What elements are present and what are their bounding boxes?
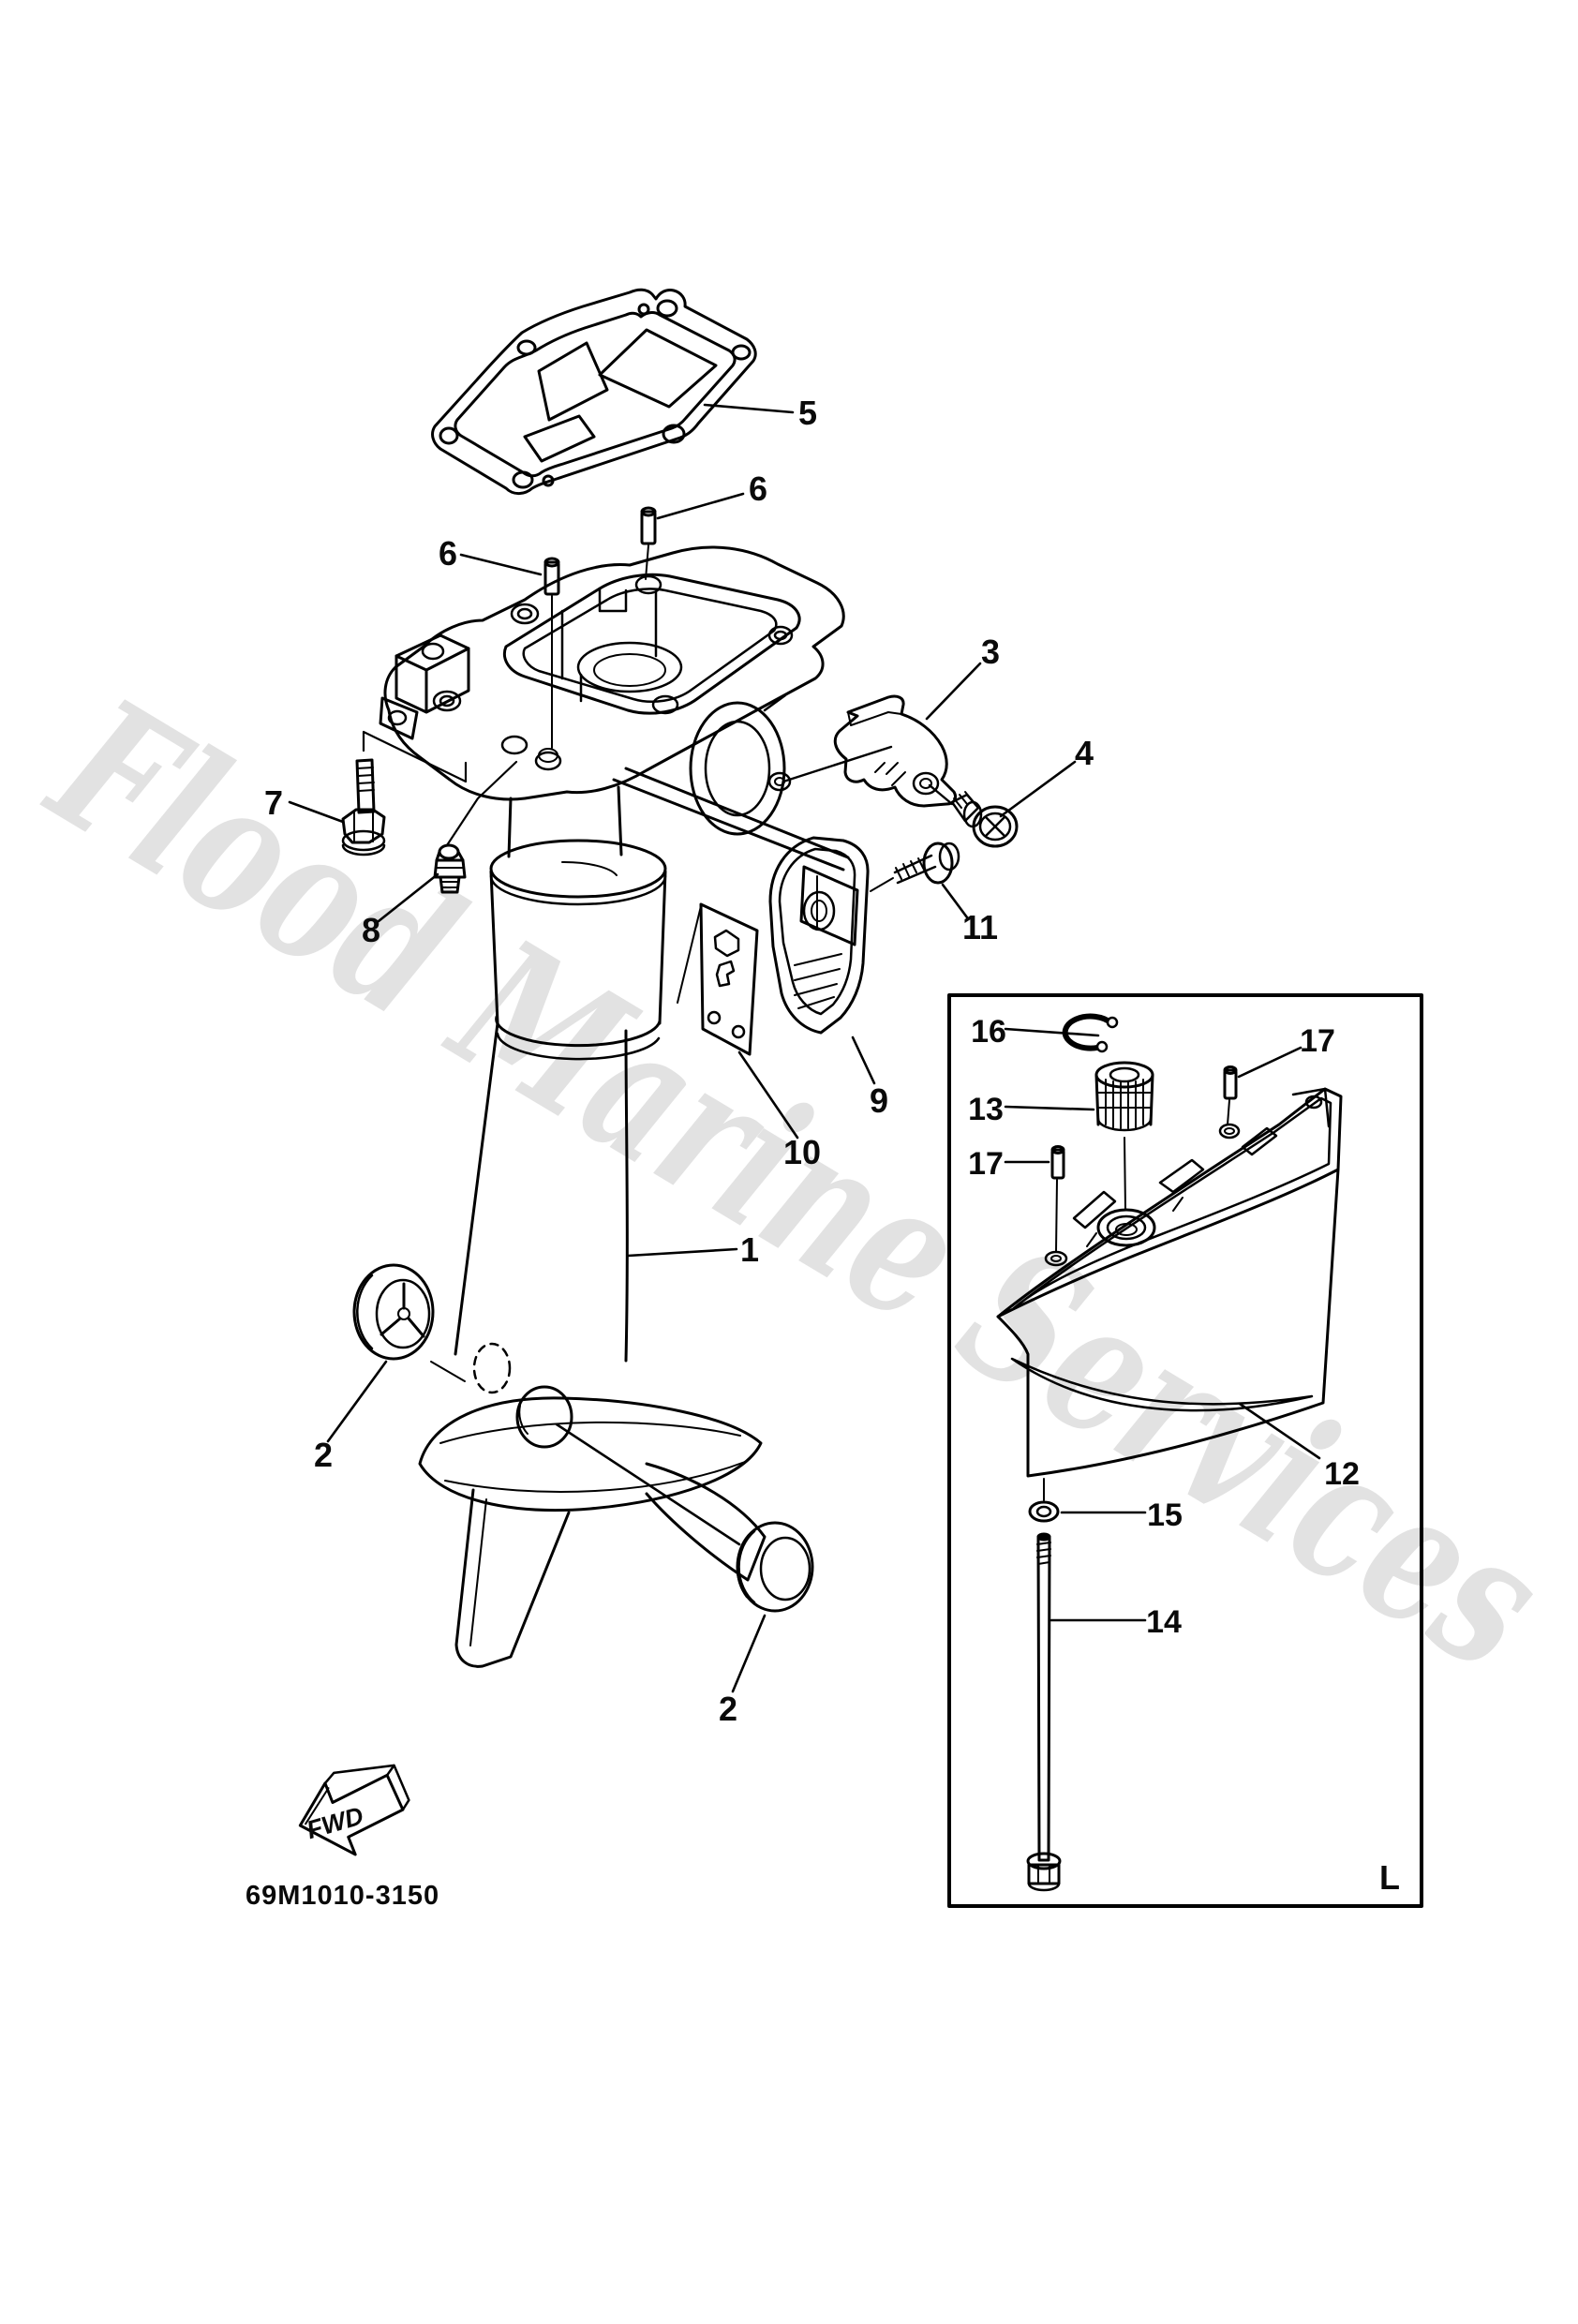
callout-11: 11 [962,908,998,946]
driveshaft-housing-part-1 [418,785,767,1668]
part-code: 69M1010-3150 [246,1881,439,1911]
callout-14: 14 [1146,1604,1182,1640]
water-inlet-cover-part-9 [768,836,870,1035]
plug-part-2-left [352,1263,466,1382]
bolt-part-7 [341,730,468,857]
bolt-part-14 [1026,1532,1062,1892]
callout-7: 7 [264,783,283,822]
view-letter: L [1379,1858,1400,1897]
fwd-arrow-label: FWD [304,1801,366,1844]
callout-6-left: 6 [439,534,457,573]
lower-casing-part-12 [996,1087,1343,1478]
pin-part-17-left [1050,1145,1065,1253]
damper-part-13 [1094,1061,1154,1211]
watermark: Flood Marine Services [17,657,1577,1712]
callout-5: 5 [798,394,817,432]
screw-part-8 [433,760,518,894]
leader-lines [288,403,1321,1693]
seal-plate-part-10 [677,902,759,1056]
callout-15: 15 [1147,1497,1183,1533]
callout-6-top: 6 [749,469,767,508]
callout-12: 12 [1324,1456,1360,1492]
watermark-text: Flood Marine Services [17,657,1577,1712]
callout-3: 3 [981,633,1000,671]
washer-part-15 [1028,1478,1060,1523]
upper-casing [379,545,859,946]
clamp-part-3 [782,694,958,808]
callout-labels: 5 6 6 3 4 7 8 11 9 10 1 2 2 16 13 17 17 … [264,394,1360,1728]
circlip-part-16 [1062,1013,1119,1053]
bolt-part-11 [870,842,960,892]
plug-part-2-bottom [736,1521,814,1613]
pin-part-17-right [1223,1065,1238,1125]
callout-16: 16 [971,1014,1006,1050]
callout-8: 8 [362,911,380,949]
gasket-part-5 [431,288,757,496]
inset-box [947,993,1423,1908]
callout-2-left: 2 [314,1436,333,1474]
callout-1: 1 [740,1230,759,1269]
callout-17-right: 17 [1300,1023,1335,1059]
fwd-arrow [298,1764,410,1856]
screw-part-4 [950,791,1019,848]
dowel-pin-6-top [640,506,657,580]
callout-10: 10 [783,1133,821,1171]
callout-9: 9 [870,1081,888,1120]
callout-2-bottom: 2 [719,1690,737,1728]
callout-4: 4 [1075,734,1094,772]
callout-13: 13 [968,1092,1004,1127]
callout-17-left: 17 [968,1146,1004,1182]
